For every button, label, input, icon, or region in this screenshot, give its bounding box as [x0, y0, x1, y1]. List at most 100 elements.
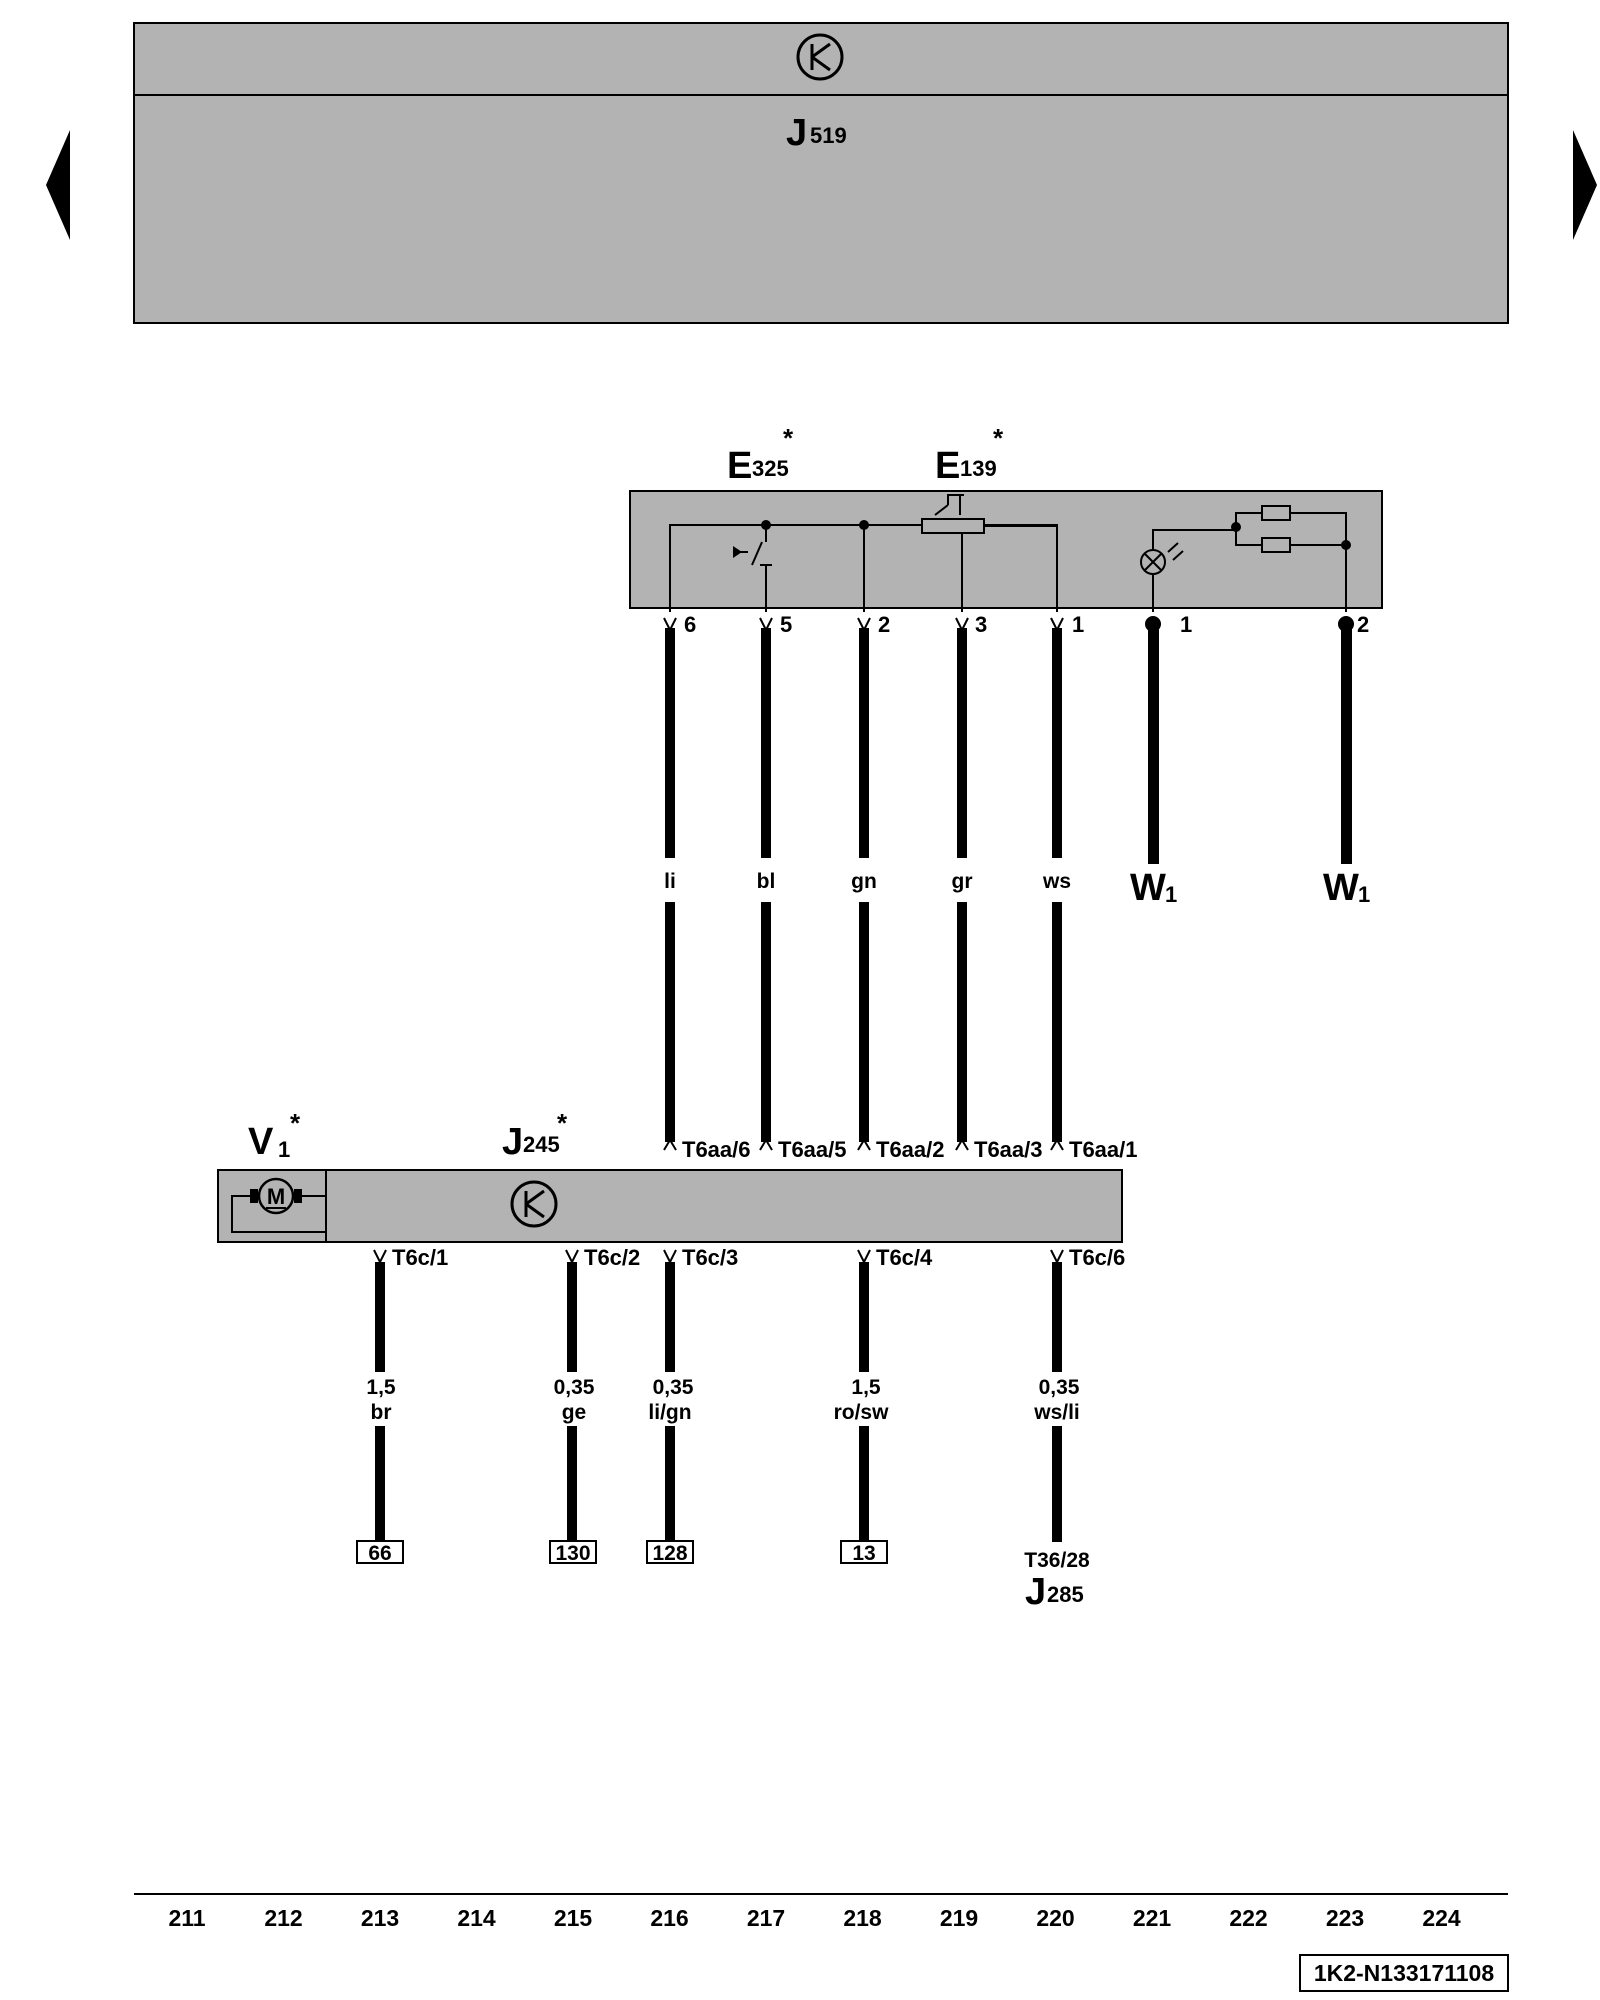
connector-t6aa-5: T6aa/5	[778, 1137, 847, 1162]
current-track-222: 222	[1229, 1905, 1267, 1931]
control-unit-j519: J 519	[133, 22, 1509, 324]
connector-t6c-3: T6c/3	[682, 1245, 738, 1270]
lower-wire-br: T6c/1 1,5 br 66	[356, 1245, 448, 1565]
current-track-211: 211	[168, 1905, 205, 1931]
ground-w1-right-label: W	[1323, 867, 1359, 909]
ground-w1-right-subscript: 1	[1358, 882, 1370, 907]
wire-color-li-gn: li/gn	[648, 1401, 691, 1424]
wire-size-0-35: 0,35	[653, 1376, 694, 1399]
track-ref-13[interactable]: 13	[852, 1542, 875, 1565]
label-j245: J 245 *	[502, 1108, 568, 1163]
lower-wire-ro-sw: T6c/4 1,5 ro/sw 13	[834, 1245, 933, 1565]
j519-subscript: 519	[810, 123, 847, 148]
connector-t6c-4: T6c/4	[876, 1245, 933, 1270]
ground-w1-left-subscript: 1	[1165, 882, 1177, 907]
motor-symbol: M	[267, 1184, 285, 1209]
pin-3: 3	[975, 612, 987, 637]
ground-w1-left-label: W	[1130, 867, 1166, 909]
lower-wire-ws-li: T6c/6 0,35 ws/li T36/28 J 285	[1024, 1245, 1125, 1613]
current-track-216: 216	[650, 1905, 688, 1931]
ground-wire-w1-right: 2 W 1	[1323, 612, 1370, 909]
current-track-213: 213	[361, 1905, 399, 1931]
track-ref-130[interactable]: 130	[555, 1542, 590, 1565]
document-id-box: 1K2-N133171108	[1299, 1954, 1509, 1992]
ground-wire-w1-left: 1 W 1	[1130, 612, 1192, 909]
wire-size-0-35: 0,35	[1039, 1376, 1080, 1399]
j285-subscript: 285	[1047, 1582, 1084, 1607]
current-track-217: 217	[747, 1905, 785, 1931]
switch-e325-icon	[733, 541, 772, 612]
pin-1: 1	[1072, 612, 1084, 637]
current-track-218: 218	[843, 1905, 882, 1931]
next-page-arrow-icon[interactable]	[1573, 130, 1597, 240]
switch-housing	[629, 490, 1383, 612]
current-track-212: 212	[264, 1905, 302, 1931]
connector-t6aa-3: T6aa/3	[974, 1137, 1043, 1162]
wire-color-br: br	[371, 1401, 392, 1424]
wire-color-ws: ws	[1042, 870, 1071, 893]
connector-t6c-1: T6c/1	[392, 1245, 448, 1270]
e139-subscript: 139	[960, 456, 997, 481]
lower-wire-ge: T6c/2 0,35 ge 130	[549, 1245, 640, 1565]
e139-asterisk: *	[993, 423, 1004, 453]
pin-6: 6	[684, 612, 696, 637]
e325-asterisk: *	[783, 423, 794, 453]
electronic-module-icon	[796, 33, 844, 81]
connector-t6aa-1: T6aa/1	[1069, 1137, 1138, 1162]
wire-size-1-5: 1,5	[851, 1376, 881, 1399]
j285-label: J	[1025, 1571, 1046, 1613]
connector-t36-28: T36/28	[1024, 1549, 1090, 1572]
lamp-pin-2: 2	[1357, 612, 1369, 637]
v1-label: V	[248, 1121, 274, 1163]
current-track-223: 223	[1326, 1905, 1364, 1931]
current-track-224: 224	[1422, 1905, 1461, 1931]
upper-wire-bl: 5 bl T6aa/5	[757, 612, 847, 1162]
document-id: 1K2-N133171108	[1314, 1960, 1495, 1986]
wire-size-0-35: 0,35	[554, 1376, 595, 1399]
label-v1: V 1 *	[248, 1108, 301, 1163]
label-e139: E 139 *	[935, 423, 1004, 487]
upper-wire-li: 6 li T6aa/6	[663, 612, 751, 1162]
track-ref-66[interactable]: 66	[368, 1542, 391, 1565]
current-track-219: 219	[940, 1905, 978, 1931]
pin-2: 2	[878, 612, 890, 637]
wire-color-ws-li: ws/li	[1033, 1401, 1080, 1424]
lower-wire-li-gn: T6c/3 0,35 li/gn 128	[646, 1245, 738, 1565]
e325-subscript: 325	[752, 456, 789, 481]
resistor-pair-icon	[1235, 505, 1351, 612]
wire-color-gn: gn	[851, 870, 877, 893]
connector-t6c-6: T6c/6	[1069, 1245, 1125, 1270]
connector-t6c-2: T6c/2	[584, 1245, 640, 1270]
wire-color-ge: ge	[562, 1401, 587, 1424]
lamp-pin-1: 1	[1180, 612, 1192, 637]
current-track-220: 220	[1036, 1905, 1074, 1931]
upper-wire-gr: 3 gr T6aa/3	[952, 612, 1043, 1162]
v1-asterisk: *	[290, 1108, 301, 1138]
j245-label: J	[502, 1121, 523, 1163]
motor-v1-icon: M	[231, 1177, 326, 1233]
current-track-215: 215	[554, 1905, 593, 1931]
e139-label: E	[935, 445, 960, 487]
label-e325: E 325 *	[727, 423, 794, 487]
wire-color-ro-sw: ro/sw	[834, 1401, 890, 1424]
pin-5: 5	[780, 612, 792, 637]
j245-asterisk: *	[557, 1108, 568, 1138]
wire-color-gr: gr	[952, 870, 973, 893]
current-track-221: 221	[1133, 1905, 1172, 1931]
track-ref-128[interactable]: 128	[652, 1542, 687, 1565]
e325-label: E	[727, 445, 752, 487]
electronic-module-icon	[510, 1180, 558, 1228]
wire-color-bl: bl	[757, 870, 776, 893]
connector-t6aa-2: T6aa/2	[876, 1137, 945, 1162]
v1-subscript: 1	[278, 1137, 290, 1162]
prev-page-arrow-icon[interactable]	[46, 130, 70, 240]
j245-subscript: 245	[523, 1132, 560, 1157]
current-track-214: 214	[457, 1905, 496, 1931]
potentiometer-e139-icon	[921, 494, 985, 612]
upper-wire-ws: 1 ws T6aa/1	[1042, 612, 1138, 1162]
control-unit-j245: M	[217, 1169, 1123, 1243]
upper-wire-gn: 2 gn T6aa/2	[851, 612, 944, 1162]
wire-color-li: li	[664, 870, 676, 893]
connector-t6aa-6: T6aa/6	[682, 1137, 751, 1162]
